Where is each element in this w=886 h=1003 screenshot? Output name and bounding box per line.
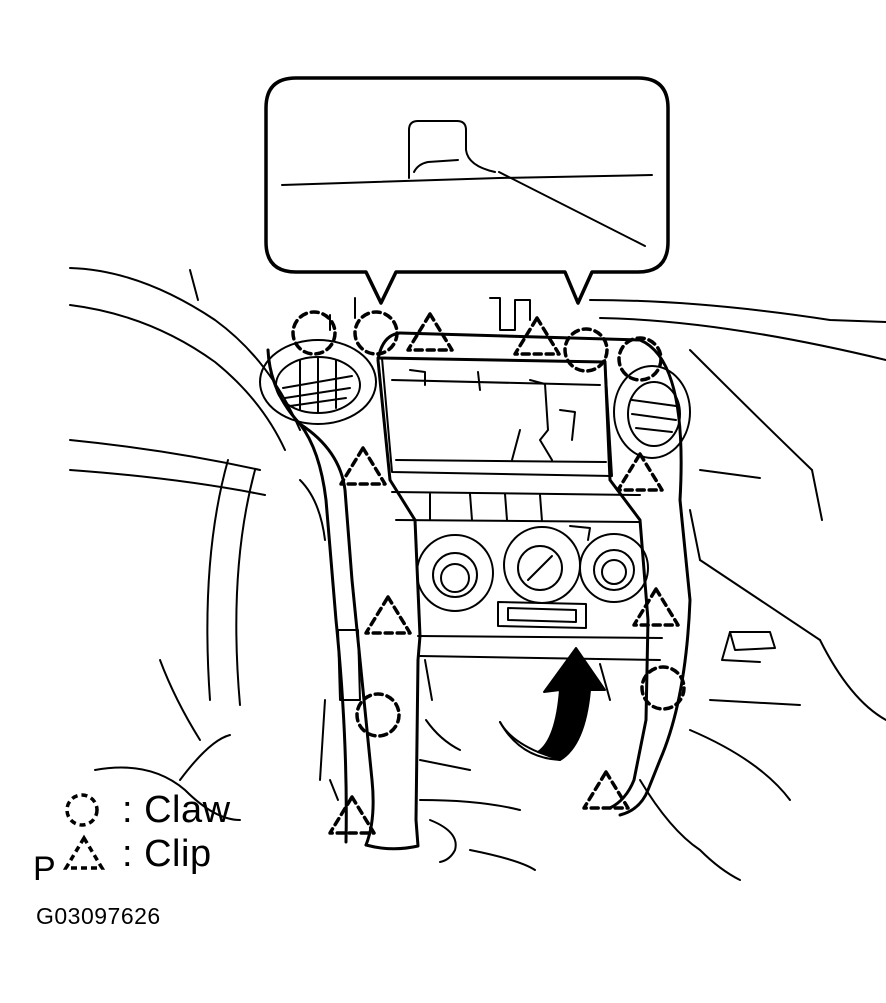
- clip-marker-icon: [328, 795, 376, 835]
- left-climate-knob: [416, 534, 494, 612]
- claw-marker-icon: [291, 310, 337, 356]
- clip-marker-icon: [364, 595, 412, 635]
- left-air-vent: [259, 339, 377, 425]
- legend-claw: : Claw: [60, 788, 231, 832]
- legend-clip-label: : Clip: [122, 832, 212, 875]
- callout-clip-shape: [408, 120, 496, 179]
- clip-marker-icon: [582, 770, 630, 810]
- right-climate-knob: [579, 533, 649, 603]
- dashed-circle-icon: [65, 793, 99, 827]
- clip-marker-icon: [513, 316, 561, 356]
- detail-callout: [264, 76, 670, 305]
- clip-marker-icon: [632, 587, 680, 627]
- claw-marker-icon: [353, 310, 399, 356]
- center-cluster-panel: [266, 331, 692, 851]
- claw-marker-icon: [355, 692, 401, 738]
- dashed-triangle-icon: [62, 834, 106, 870]
- claw-marker-icon: [617, 336, 663, 382]
- figure-code: G03097626: [36, 903, 161, 929]
- callout-outline: [264, 76, 670, 305]
- legend-clip: : Clip: [60, 832, 212, 876]
- legend-claw-label: : Claw: [122, 788, 231, 831]
- claw-markers: [291, 310, 686, 738]
- dashboard-lines: [189, 269, 886, 881]
- claw-marker-icon: [640, 665, 686, 711]
- clip-markers: [328, 312, 680, 835]
- right-air-vent: [613, 365, 691, 459]
- clip-marker-icon: [616, 452, 664, 492]
- steering-wheel: [69, 267, 301, 821]
- removal-direction-arrow-icon: [499, 647, 606, 761]
- p-mark: P: [33, 850, 56, 888]
- clip-marker-icon: [406, 312, 454, 352]
- clip-marker-icon: [339, 446, 387, 486]
- claw-marker-icon: [563, 327, 609, 373]
